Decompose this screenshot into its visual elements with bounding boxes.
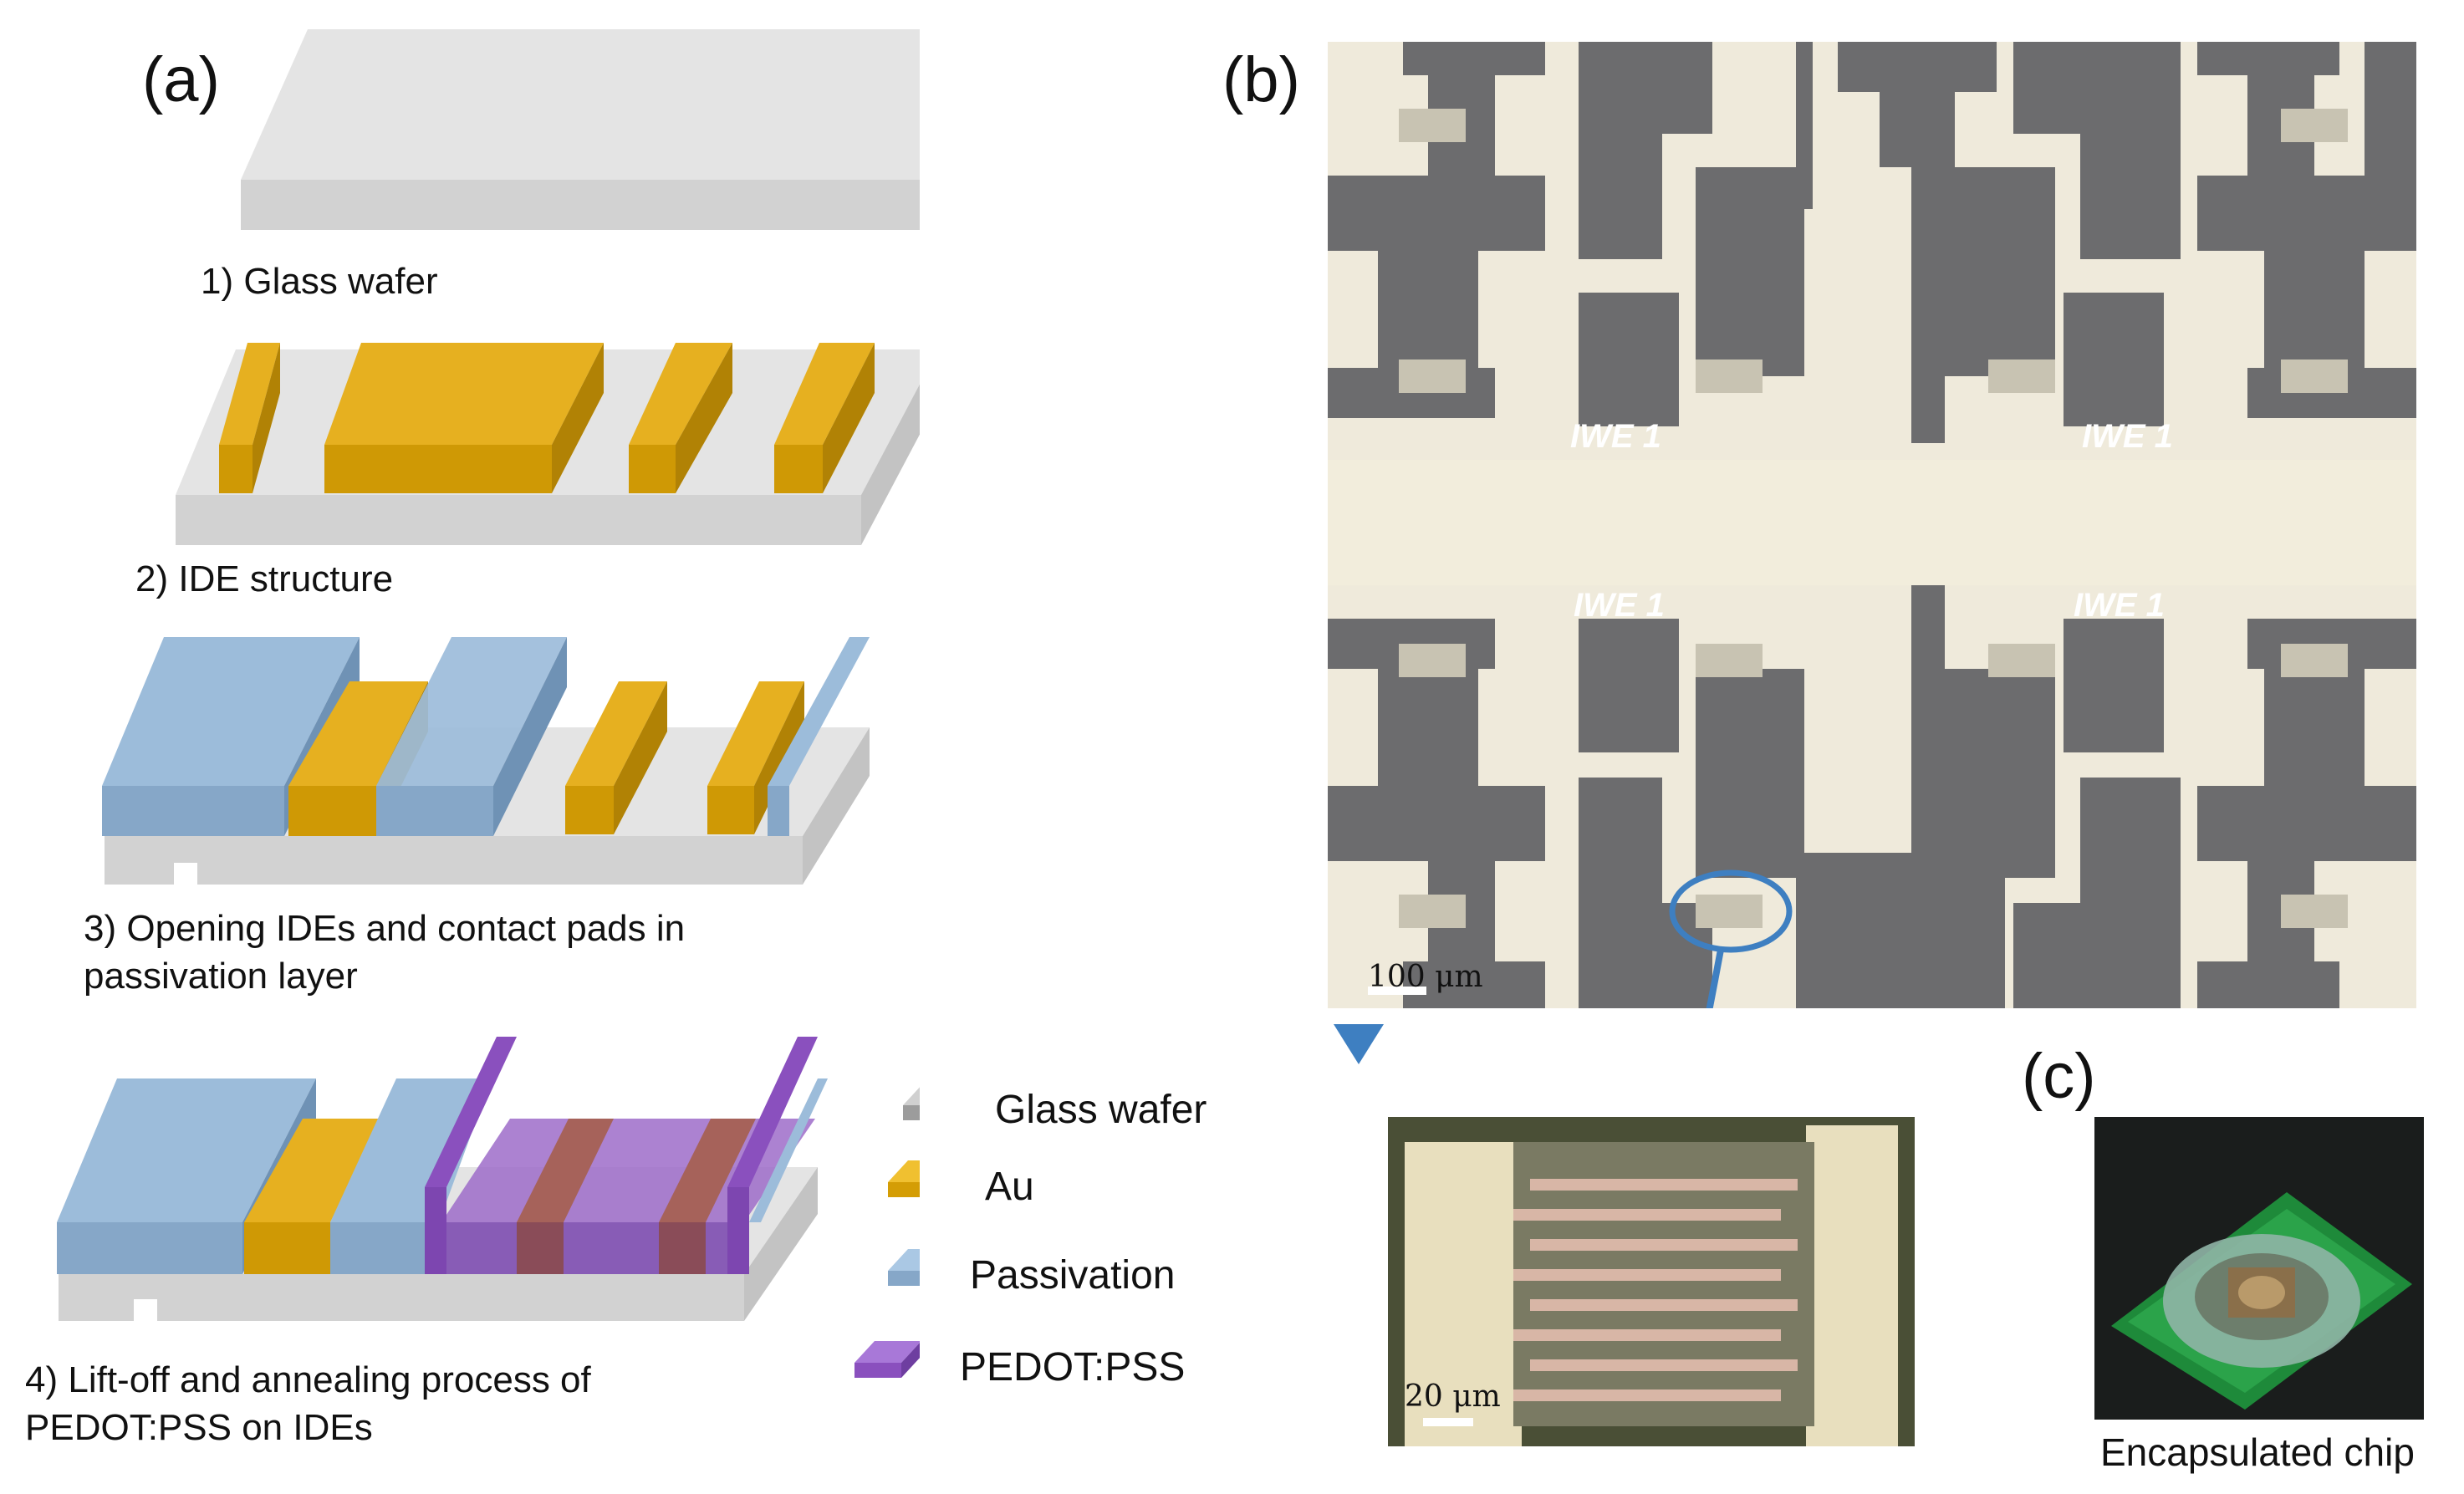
legend-swatch-au (888, 1160, 920, 1197)
scale-bar-20-label: 20 μm (1405, 1379, 1501, 1414)
legend-swatch-pedot (854, 1341, 920, 1378)
step-1-label: 1) Glass wafer (201, 261, 438, 302)
scale-bar-100-label: 100 μm (1368, 960, 1483, 994)
chip-label-1: IWE 1 (1570, 418, 1661, 455)
step2-ide-structure (176, 343, 920, 545)
scale-bar-100 (1368, 987, 1426, 995)
chip-label-3: IWE 1 (1574, 587, 1665, 624)
encapsulated-chip-caption: Encapsulated chip (2100, 1430, 2415, 1474)
panel-c-label: (c) (2022, 1041, 2096, 1112)
ide-zoom-micrograph (1388, 1117, 1915, 1446)
legend-swatch-glass (903, 1087, 920, 1120)
chip-label-4: IWE 1 (2074, 587, 2165, 624)
step4-pedot-pss-layer (57, 1037, 828, 1321)
legend-label-pedot: PEDOT:PSS (960, 1345, 1186, 1389)
zoom-circle (1669, 869, 1793, 953)
electrode-micrograph (1328, 42, 2416, 1008)
step1-glass-wafer-slab (241, 29, 920, 230)
legend-label-au: Au (985, 1165, 1034, 1209)
zoom-arrow-icon (1334, 1024, 1384, 1064)
chip-label-2: IWE 1 (2082, 418, 2173, 455)
fabrication-steps-illustration (57, 29, 920, 1378)
legend-swatches (854, 1087, 920, 1378)
ide-finger-arrays (1399, 109, 2348, 928)
step-2-label: 2) IDE structure (135, 558, 394, 599)
panel-b-label: (b) (1222, 44, 1300, 115)
legend-swatch-passivation (888, 1249, 920, 1286)
encapsulated-chip-photo (2094, 1117, 2424, 1420)
step3-passivation-openings (102, 637, 870, 885)
scale-bar-20 (1423, 1418, 1473, 1426)
step-4-label: 4) Lift-off and annealing process of PED… (25, 1359, 591, 1449)
legend-label-glass: Glass wafer (995, 1088, 1207, 1132)
legend-label-passivation: Passivation (970, 1253, 1176, 1298)
panel-a-label: (a) (142, 44, 220, 115)
step-3-label: 3) Opening IDEs and contact pads in pass… (84, 908, 686, 997)
